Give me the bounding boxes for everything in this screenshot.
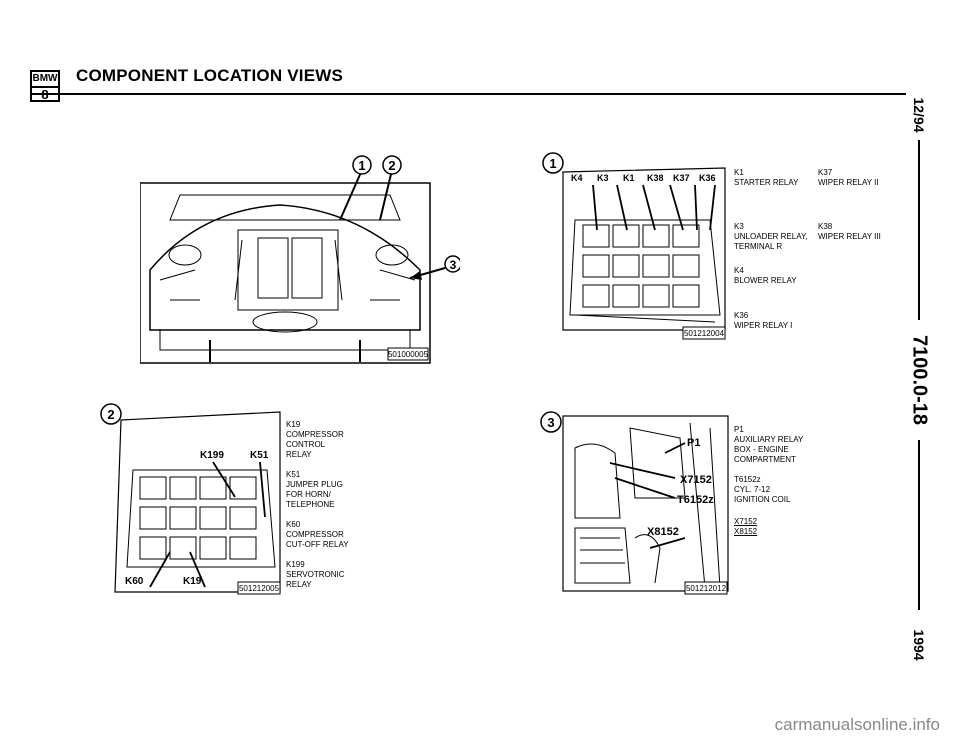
caption-k38-text: WIPER RELAY III [818, 232, 881, 241]
callout-3-label: 3 [450, 258, 457, 272]
label-k199: K199 [200, 450, 224, 461]
caption-k51-text-2: FOR HORN/ [286, 490, 331, 499]
caption-k51-id: K51 [286, 470, 301, 479]
side-date: 12/94 [911, 97, 927, 133]
logo-text-series: 8 [32, 88, 58, 102]
relay-panel-figure-1: 1 K4 K3 K1 K38 K37 K36 501212004 [542, 152, 726, 340]
callout-1 [352, 155, 372, 175]
caption-p1-text-3: COMPARTMENT [734, 455, 796, 464]
label-k38: K38 [647, 173, 664, 183]
caption-k199-text-1: SERVOTRONIC [286, 570, 345, 579]
caption-k37-text: WIPER RELAY II [818, 178, 879, 187]
watermark: carmanualsonline.info [774, 715, 940, 734]
fig2-captions: K19 COMPRESSOR CONTROL RELAY K51 JUMPER … [286, 420, 349, 590]
caption-k36-id: K36 [734, 311, 749, 320]
callout-1-label: 1 [358, 158, 365, 173]
caption-k3-id: K3 [734, 222, 744, 231]
caption-k19-text-3: RELAY [286, 450, 312, 459]
callout-2 [382, 155, 402, 175]
fig1-captions-right: K37 WIPER RELAY II K38 WIPER RELAY III [818, 168, 881, 242]
svg-text:3: 3 [547, 415, 554, 430]
caption-k51-text-1: JUMPER PLUG [286, 480, 343, 489]
page-title: COMPONENT LOCATION VIEWS [76, 66, 344, 85]
figure-2-number [100, 403, 122, 425]
label-p1: P1 [687, 437, 700, 449]
caption-k4-id: K4 [734, 266, 744, 275]
caption-k60-text-1: COMPRESSOR [286, 530, 344, 539]
caption-t6152z-text-2: IGNITION COIL [734, 495, 791, 504]
caption-k60-id: K60 [286, 520, 301, 529]
caption-k19-text-1: COMPRESSOR [286, 430, 344, 439]
caption-x8152: X8152 [734, 527, 758, 536]
figure-2-code: 501212005 [239, 584, 280, 593]
caption-k3-text-1: UNLOADER RELAY, [734, 232, 808, 241]
side-page-number: 7100.0-18 [908, 334, 931, 426]
label-k3: K3 [597, 173, 609, 183]
callout-2-label: 2 [388, 158, 395, 173]
label-x8152: X8152 [647, 526, 679, 538]
bmw-logo: BMW 8 [30, 70, 60, 102]
figure-3-code: 501212012 [686, 584, 727, 593]
caption-k19-text-2: CONTROL [286, 440, 326, 449]
caption-p1-text-1: AUXILIARY RELAY [734, 435, 804, 444]
label-x7152: X7152 [680, 474, 712, 486]
label-k60: K60 [125, 576, 144, 587]
caption-k38-id: K38 [818, 222, 833, 231]
svg-text:2: 2 [107, 407, 114, 422]
label-k36: K36 [699, 173, 716, 183]
caption-k3-text-2: TERMINAL R [734, 242, 783, 251]
figure-1-number [542, 152, 564, 174]
caption-k19-id: K19 [286, 420, 301, 429]
engine-bay-figure: 1 2 3 501000005 [140, 155, 460, 364]
caption-k60-text-2: CUT-OFF RELAY [286, 540, 349, 549]
caption-k199-id: K199 [286, 560, 305, 569]
caption-k199-text-2: RELAY [286, 580, 312, 589]
label-k1: K1 [623, 173, 635, 183]
side-margin: 12/94 7100.0-18 1994 [896, 90, 942, 680]
figure-3-number [540, 411, 562, 433]
caption-k51-text-3: TELEPHONE [286, 500, 335, 509]
caption-p1-text-2: BOX - ENGINE [734, 445, 789, 454]
caption-k37-id: K37 [818, 168, 833, 177]
label-k4: K4 [571, 173, 583, 183]
label-t6152z: T6152z [677, 494, 714, 506]
figure-code: 501000005 [388, 350, 429, 359]
figure-1-code: 501212004 [684, 329, 725, 338]
label-k19: K19 [183, 576, 202, 587]
caption-k36-text: WIPER RELAY I [734, 321, 793, 330]
fig1-captions-left: K1 STARTER RELAY K3 UNLOADER RELAY, TERM… [734, 168, 808, 331]
fig3-captions: P1 AUXILIARY RELAY BOX - ENGINE COMPARTM… [734, 425, 803, 537]
svg-text:1: 1 [549, 156, 556, 171]
engine-detail-figure-3: 3 P1 X7152 T6152z X8152 501212012 [540, 411, 729, 595]
side-line-1 [918, 140, 920, 320]
caption-x7152: X7152 [734, 517, 758, 526]
logo-text-bmw: BMW [32, 72, 58, 88]
label-k51: K51 [250, 450, 269, 461]
caption-p1-id: P1 [734, 425, 744, 434]
side-year: 1994 [911, 629, 927, 661]
caption-k1-text: STARTER RELAY [734, 178, 799, 187]
callout-3 [444, 255, 460, 273]
caption-t6152z-id: T6152z [734, 475, 761, 484]
label-k37: K37 [673, 173, 690, 183]
caption-t6152z-text-1: CYL. 7-12 [734, 485, 771, 494]
caption-k1-id: K1 [734, 168, 744, 177]
relay-panel-figure-2: 2 K199 K51 K60 K19 501212005 [100, 403, 281, 595]
side-line-2 [918, 440, 920, 610]
header-rule [30, 93, 906, 95]
caption-k4-text: BLOWER RELAY [734, 276, 797, 285]
